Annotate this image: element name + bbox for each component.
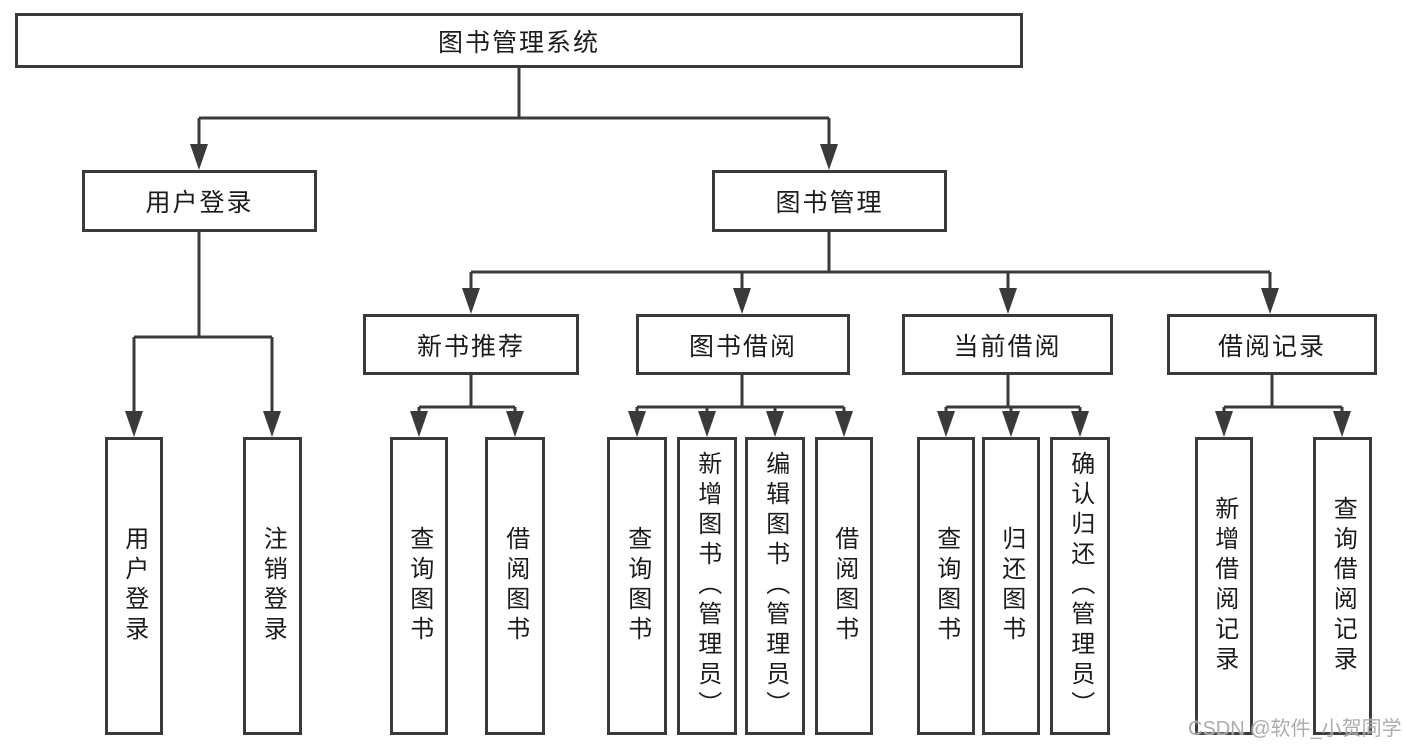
node-book-management: 图书管理 [712, 170, 947, 232]
leaf-borrow-book-recommend-label: 借阅图书 [501, 526, 529, 646]
leaf-confirm-return-admin: 确认归还（管理员） [1050, 437, 1110, 735]
arrowheads [125, 144, 1351, 437]
leaf-borrow-book-label: 借阅图书 [830, 526, 858, 646]
leaf-query-borrow-record: 查询借阅记录 [1313, 437, 1372, 735]
leaf-add-book-admin: 新增图书（管理员） [677, 437, 737, 735]
leaf-borrow-book: 借阅图书 [815, 437, 873, 735]
node-new-book-recommend: 新书推荐 [363, 314, 579, 375]
leaf-add-borrow-record-label: 新增借阅记录 [1210, 496, 1238, 676]
leaf-return-book: 归还图书 [982, 437, 1040, 735]
node-borrow-record: 借阅记录 [1167, 314, 1377, 375]
leaf-user-login: 用户登录 [105, 437, 163, 735]
leaf-confirm-return-admin-label: 确认归还（管理员） [1066, 451, 1094, 721]
node-user-login-label: 用户登录 [145, 189, 254, 217]
leaf-logout: 注销登录 [243, 437, 302, 735]
leaf-add-book-admin-label: 新增图书（管理员） [693, 451, 721, 721]
leaf-borrow-book-recommend: 借阅图书 [485, 437, 545, 735]
node-book-management-label: 图书管理 [775, 189, 884, 217]
node-new-book-recommend-label: 新书推荐 [416, 332, 525, 361]
leaf-return-book-label: 归还图书 [997, 526, 1025, 646]
leaf-user-login-label: 用户登录 [120, 526, 148, 646]
node-borrow-record-label: 借阅记录 [1217, 332, 1326, 361]
leaf-add-borrow-record: 新增借阅记录 [1195, 437, 1253, 735]
node-book-borrow: 图书借阅 [636, 314, 850, 375]
leaf-query-book-recommend: 查询图书 [390, 437, 448, 735]
leaf-edit-book-admin-label: 编辑图书（管理员） [761, 451, 789, 721]
leaf-edit-book-admin: 编辑图书（管理员） [745, 437, 805, 735]
node-book-borrow-label: 图书借阅 [688, 332, 797, 361]
leaf-query-book-borrow: 查询图书 [607, 437, 667, 735]
leaf-logout-label: 注销登录 [259, 526, 287, 646]
node-user-login: 用户登录 [82, 170, 317, 232]
node-current-borrow: 当前借阅 [902, 314, 1113, 375]
node-current-borrow-label: 当前借阅 [953, 332, 1062, 361]
node-library-system-label: 图书管理系统 [437, 28, 600, 57]
leaf-query-borrow-record-label: 查询借阅记录 [1329, 496, 1357, 676]
leaf-query-book-current: 查询图书 [917, 437, 975, 735]
node-library-system: 图书管理系统 [15, 13, 1023, 68]
leaf-query-book-borrow-label: 查询图书 [623, 526, 651, 646]
leaf-query-book-recommend-label: 查询图书 [405, 526, 433, 646]
csdn-watermark: CSDN @软件_小贺同学 [1188, 718, 1402, 740]
leaf-query-book-current-label: 查询图书 [932, 526, 960, 646]
